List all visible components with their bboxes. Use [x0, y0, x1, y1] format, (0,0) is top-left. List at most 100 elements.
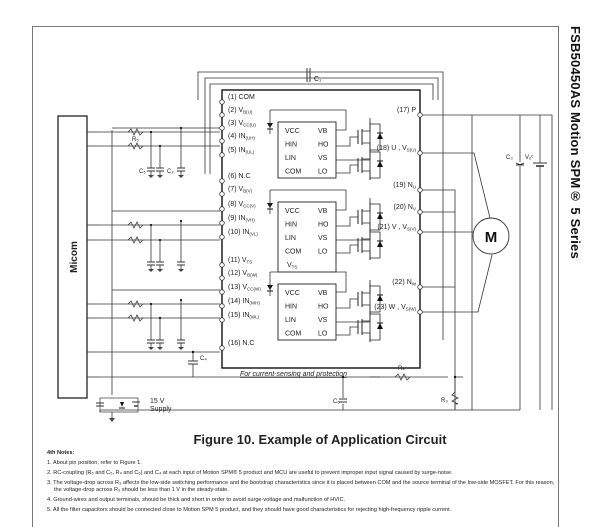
- pin-terminal: [219, 275, 225, 281]
- pin-terminal: [219, 112, 225, 118]
- right-pin-21: (21) V , VS(V): [377, 224, 423, 235]
- pin-terminal: [219, 289, 225, 295]
- hvic-pin-label: VS: [318, 155, 328, 162]
- pin-terminal: [219, 234, 225, 240]
- pin-label: (6) N.C: [228, 173, 251, 180]
- left-pin-14: (14) IN(WH): [219, 298, 260, 309]
- pin-terminal: [219, 125, 225, 131]
- resistor-r5-icon: [127, 300, 144, 308]
- capacitor-c5-icon: [147, 223, 155, 272]
- pin-terminal: [417, 112, 423, 118]
- pin-terminal: [219, 178, 225, 184]
- current-sensing-label: For current-sensing and protection: [240, 371, 347, 378]
- capacitor-c2-icon: [177, 126, 185, 178]
- hvic-pin-label: LO: [318, 331, 328, 338]
- hvic-pin-label: VB: [318, 208, 328, 215]
- label-c5: C₅: [139, 169, 146, 175]
- pin-label: (15) IN(WL): [228, 312, 260, 320]
- hvic-pin-label: VCC: [285, 128, 300, 135]
- left-pin-10: (10) IN(VL): [219, 229, 258, 240]
- low-side-mosfet-icon: [336, 150, 383, 180]
- notes-section: 4th Notes: 1. About pin position, refer …: [47, 450, 557, 516]
- label-c3: C₃: [506, 155, 513, 161]
- note-item: 4. Ground-wires and output terminals, sh…: [47, 496, 346, 503]
- capacitor-c5-icon: [156, 144, 164, 178]
- hvic-pin-label: VB: [318, 128, 328, 135]
- hvic-pin-label: HO: [318, 142, 329, 149]
- resistor-r5-icon: [127, 142, 144, 150]
- capacitor-c6: C₆: [333, 375, 347, 405]
- right-pin-17: (17) P: [397, 107, 423, 118]
- left-pin-6: (6) N.C: [219, 173, 251, 184]
- pin-terminal: [219, 345, 225, 351]
- right-pin-22: (22) NW: [392, 279, 423, 290]
- label-r4: R₄: [398, 366, 405, 372]
- document-side-title: FSB50450AS Motion SPM® 5 Series: [568, 26, 583, 259]
- pin-label: (7) VB(V): [228, 186, 253, 194]
- pin-terminal: [219, 262, 225, 268]
- pin-terminal: [219, 303, 225, 309]
- pin-label: (2) VB(U): [228, 107, 253, 115]
- capacitor-c4: C₄: [188, 350, 207, 377]
- pin-terminal: [219, 152, 225, 158]
- resistor-r5-icon: [127, 221, 144, 229]
- capacitor-c3: C₃: [506, 115, 525, 410]
- pin-terminal: [417, 150, 423, 156]
- hvic-pin-label: VS: [318, 235, 328, 242]
- micom-outputs: [87, 131, 100, 378]
- left-pin-9: (9) IN(VH): [219, 215, 255, 226]
- page-frame: [32, 26, 559, 527]
- hvic-pin-label: HIN: [285, 222, 297, 229]
- left-pin-1: (1) COM: [219, 94, 255, 105]
- low-side-mosfet-icon: [336, 230, 383, 260]
- hvic-pin-label: HIN: [285, 304, 297, 311]
- label-c4: C₄: [200, 356, 207, 362]
- rc-filter-group-w: [127, 298, 185, 350]
- dc-source-vdc: Vₒᶜ: [525, 115, 547, 410]
- hvic-pin-label: COM: [285, 169, 302, 176]
- rc-filter-group-u: [127, 126, 185, 178]
- left-pin-13: (13) VCC(W): [219, 284, 261, 295]
- pin-terminal: [219, 317, 225, 323]
- pin-label: (17) P: [397, 107, 416, 114]
- pin-label: (10) IN(VL): [228, 229, 258, 237]
- hvic-pin-label: LIN: [285, 155, 296, 162]
- micom-label: Micom: [69, 241, 80, 273]
- pin-label: (11) VTS: [228, 257, 252, 265]
- hvic-pin-label: VCC: [285, 208, 300, 215]
- label-r5: R₅: [132, 137, 139, 143]
- pin-terminal: [219, 191, 225, 197]
- pin-terminal: [219, 138, 225, 144]
- hvic-pin-label: HIN: [285, 142, 297, 149]
- pin-label: (13) VCC(W): [228, 284, 261, 292]
- resistor-r5-icon: [127, 236, 144, 244]
- label-c2: C₂: [167, 169, 174, 175]
- capacitor-c2-icon: [177, 219, 185, 272]
- supply-15v: 15 V Supply: [96, 397, 172, 413]
- left-pin-8: (8) VCC(V): [219, 201, 256, 212]
- motor: M: [472, 217, 510, 255]
- pin-label: (20) NV: [394, 204, 416, 212]
- pin-label: (4) IN(UH): [228, 133, 255, 141]
- note-item: 2. RC-coupling (R₅ and C₅, R₄ and C₆) an…: [47, 470, 453, 477]
- left-pin-5: (5) IN(UL): [219, 147, 255, 158]
- pin-terminal: [417, 187, 423, 193]
- hvic-pin-label: VB: [318, 290, 328, 297]
- figure-caption: Figure 10. Example of Application Circui…: [193, 432, 447, 447]
- high-side-mosfet-icon: [336, 202, 383, 232]
- pin-label: (3) VCC(U): [228, 120, 256, 128]
- left-pin-3: (3) VCC(U): [219, 120, 256, 131]
- pin-label: (16) N.C: [228, 340, 254, 347]
- right-pin-23: (23) W , VS(W): [374, 304, 423, 315]
- hvic-pin-label: COM: [285, 331, 302, 338]
- left-pins: (1) COM (2) VB(U) (3) VCC(U) (4) IN(UH) (5) …: [219, 94, 261, 351]
- input-rc-filters: [127, 126, 185, 350]
- rc-filter-group-v: [127, 219, 185, 272]
- left-pin-15: (15) IN(WL): [219, 312, 260, 323]
- label-r3: R₃: [441, 398, 448, 404]
- left-pin-4: (4) IN(UH): [219, 133, 255, 144]
- application-circuit-diagram: C₁ Micom R₅ C₅ C₂ C₄ 15 V Supply (1) COM…: [57, 68, 553, 422]
- resistor-r5-icon: [127, 128, 144, 136]
- pin-label: (9) IN(VH): [228, 215, 255, 223]
